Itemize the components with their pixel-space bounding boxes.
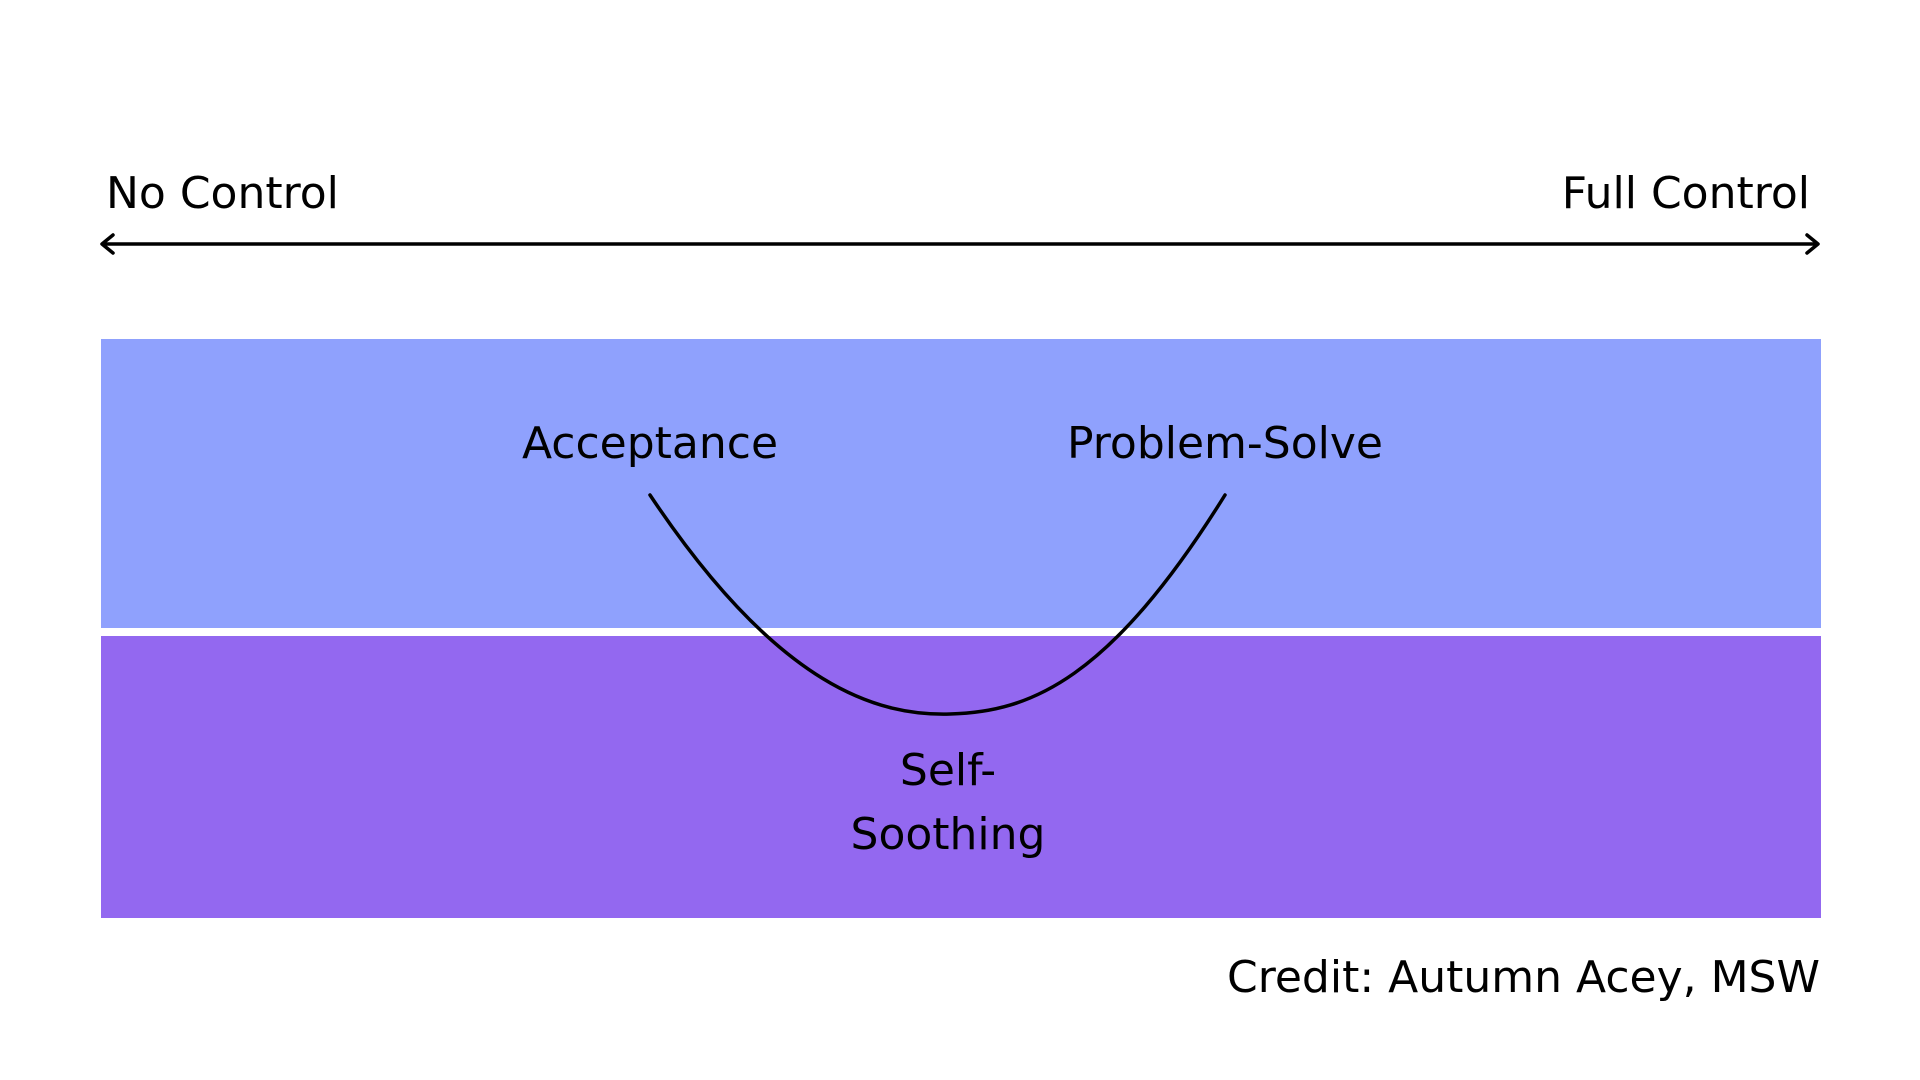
node-self-soothing: Self- Soothing xyxy=(851,739,1046,867)
control-axis-arrow xyxy=(100,233,1820,255)
node-problem-solve: Problem-Solve xyxy=(1067,418,1383,469)
node-acceptance: Acceptance xyxy=(521,418,779,469)
credit-text: Credit: Autumn Acey, MSW xyxy=(1227,952,1820,1003)
axis-label-full-control: Full Control xyxy=(1561,168,1810,219)
axis-label-no-control: No Control xyxy=(106,168,339,219)
band-upper xyxy=(101,339,1821,628)
node-self-soothing-line2: Soothing xyxy=(850,809,1046,860)
node-self-soothing-line1: Self- xyxy=(899,745,997,796)
